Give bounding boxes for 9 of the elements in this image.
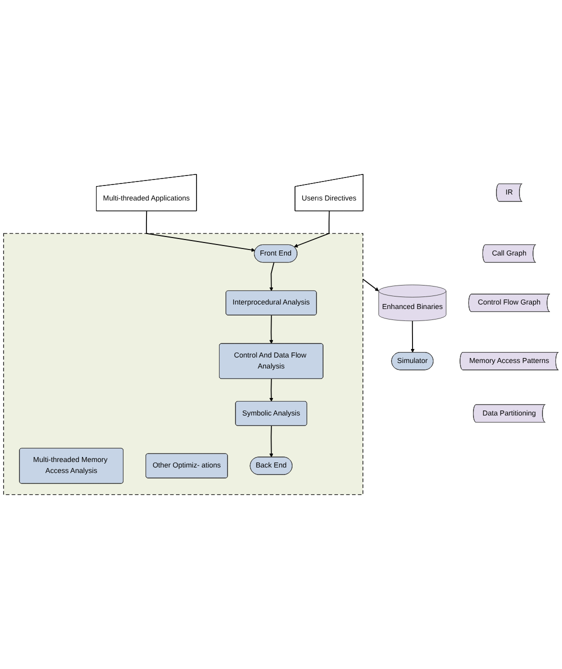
arrow xyxy=(362,278,379,292)
arrow xyxy=(269,314,274,344)
cluster xyxy=(3,233,364,496)
arrow xyxy=(269,262,274,292)
arrow xyxy=(269,378,274,402)
arrow xyxy=(294,210,330,248)
arrow xyxy=(269,425,274,458)
arrow xyxy=(410,320,415,353)
arrow xyxy=(146,210,256,252)
